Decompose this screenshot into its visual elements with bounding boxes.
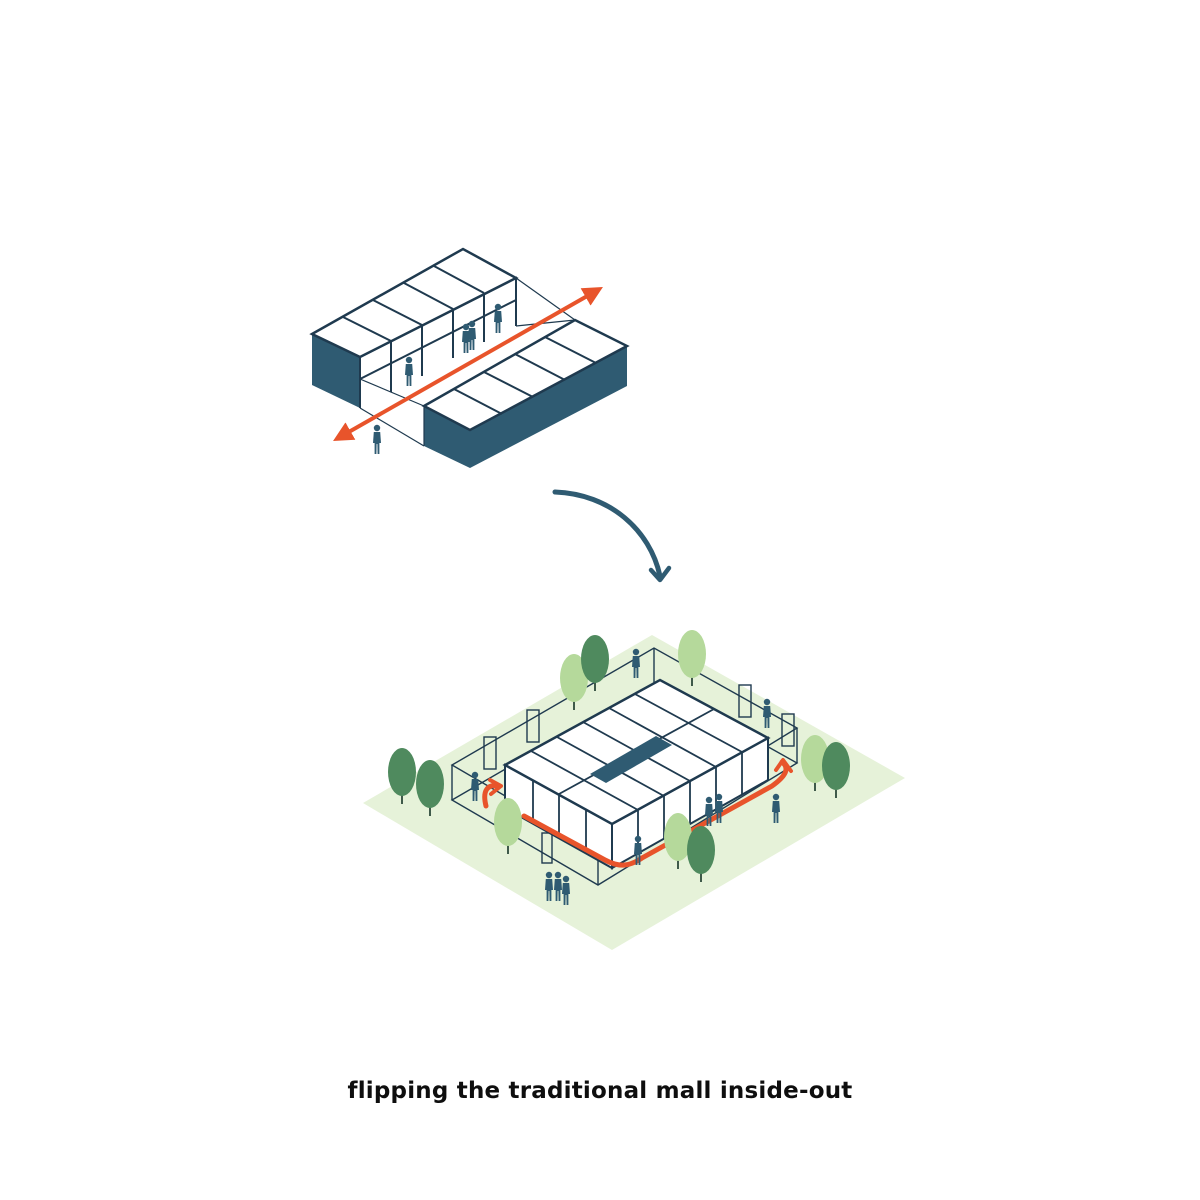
person-silhouette-icon [468,320,476,350]
person-silhouette-icon [405,356,413,386]
circulation-arrowhead [488,778,503,796]
inside-out-mall [363,630,905,950]
person-silhouette-icon [373,424,381,454]
circulation-arrowhead [774,758,793,773]
person-silhouette-icon [494,303,502,333]
diagram-caption: flipping the traditional mall inside-out [347,1078,853,1104]
perimeter-circulation-path [482,759,789,868]
traditional-mall-block [309,247,630,468]
curved-arrow-head [648,565,672,583]
double-headed-arrow-icon [333,287,603,441]
roof-skylight-strip [590,736,672,783]
curved-arrow-down-icon [552,489,663,579]
